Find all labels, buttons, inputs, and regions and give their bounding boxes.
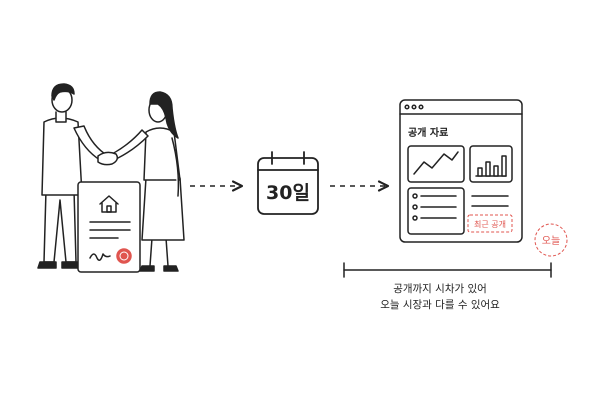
recent-badge-label: 최근 공개 — [474, 219, 506, 229]
woman-figure — [111, 91, 185, 272]
recent-badge — [467, 214, 513, 233]
caption-line-2: 오늘 시장과 다를 수 있어요 — [380, 299, 500, 311]
dashboard-window — [399, 99, 523, 243]
window-dot-icon — [411, 104, 417, 110]
handshake-illustration — [37, 83, 185, 273]
caption-line-1: 공개까지 시차가 있어 — [393, 283, 487, 295]
line-chart-icon — [413, 151, 459, 175]
list-icon — [412, 193, 457, 221]
seal-stamp — [116, 248, 132, 264]
calendar-icon — [257, 151, 319, 215]
window-dot-icon — [418, 104, 424, 110]
contract-document — [77, 181, 141, 273]
list-panel — [407, 187, 465, 235]
house-icon — [99, 195, 119, 213]
dashboard-title: 공개 자료 — [408, 126, 448, 139]
today-label: 오늘 — [542, 235, 560, 247]
today-marker — [534, 223, 568, 257]
handshake-hands — [97, 151, 119, 166]
calendar-day-label: 30일 — [266, 182, 310, 204]
bar-chart-icon — [475, 155, 507, 177]
time-gap-bracket — [343, 262, 552, 278]
window-dot-icon — [404, 104, 410, 110]
